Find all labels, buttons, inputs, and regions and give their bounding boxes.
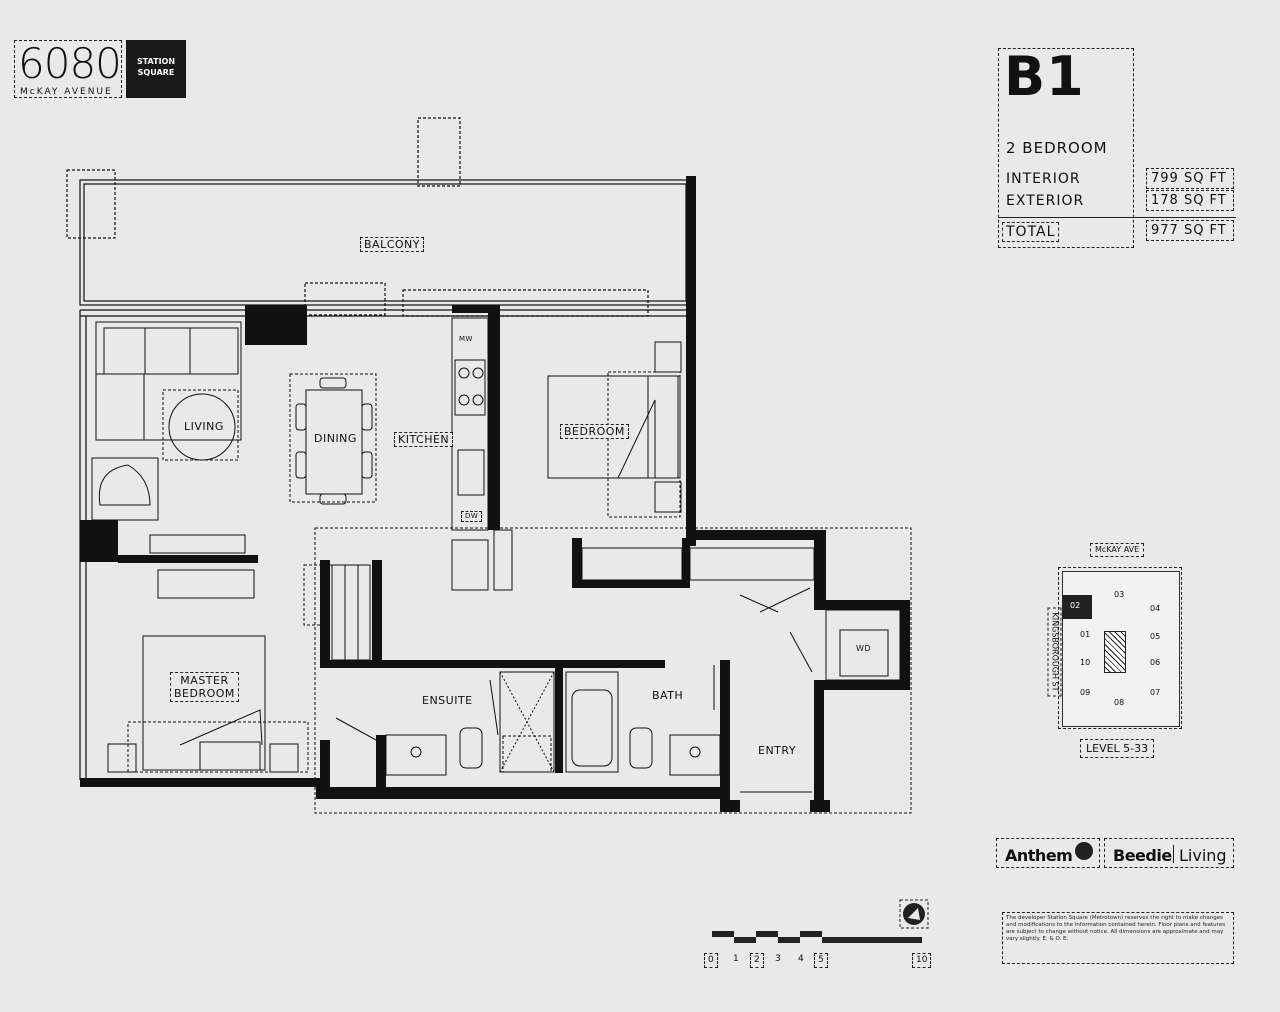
room-label-mw: MW <box>459 335 473 343</box>
interior-label: INTERIOR <box>1006 171 1081 187</box>
room-label-ensuite: ENSUITE <box>422 694 473 707</box>
scale-tick-5: 5 <box>814 953 828 968</box>
room-label-master-bedroom: MASTER BEDROOM <box>170 672 239 702</box>
washer-dryer <box>839 629 889 677</box>
interior-value: 799 SQ FT <box>1146 168 1234 189</box>
logo-badge: STATION SQUARE <box>126 40 186 98</box>
keyplan-core <box>1104 631 1126 673</box>
keyplan-unit-02: 02 <box>1070 601 1081 610</box>
keyplan-level: LEVEL 5-33 <box>1080 739 1155 758</box>
anthem-logo: Anthem <box>996 838 1100 868</box>
room-label-master-line1: MASTER <box>180 674 229 687</box>
beedie-divider <box>1173 845 1174 863</box>
keyplan-frame <box>1058 567 1182 729</box>
room-label-entry: ENTRY <box>758 744 797 757</box>
room-label-kitchen: KITCHEN <box>394 432 454 447</box>
keyplan-unit-06: 06 <box>1150 658 1161 667</box>
coffee-table <box>168 393 236 461</box>
beedie-logo: Beedie Living <box>1104 838 1234 868</box>
scale-tick-10: 10 <box>912 953 932 968</box>
scale-tick-2: 2 <box>750 953 764 968</box>
total-divider <box>998 217 1236 218</box>
bathtub <box>565 671 619 773</box>
project-logo: 6080 McKAY AVENUE STATION SQUARE <box>14 40 189 100</box>
logo-badge-line2: SQUARE <box>137 68 175 77</box>
logo-number: 6080 <box>18 39 122 88</box>
keyplan-unit-09: 09 <box>1080 688 1091 697</box>
keyplan-unit-05: 05 <box>1150 632 1161 641</box>
keyplan-street-top: McKAY AVE <box>1090 543 1145 557</box>
keyplan-unit-03: 03 <box>1114 590 1125 599</box>
total-label: TOTAL <box>1002 222 1060 242</box>
room-label-wd: WD <box>856 644 872 653</box>
scale-tick-3: 3 <box>775 954 781 964</box>
beedie-living-text: Living <box>1179 846 1227 865</box>
disclaimer: The developer Station Square (Metrotown)… <box>1002 912 1234 964</box>
keyplan-unit-04: 04 <box>1150 604 1161 613</box>
room-label-dining: DINING <box>314 432 357 445</box>
scale-tick-4: 4 <box>798 954 804 964</box>
keyplan-highlight <box>1062 595 1092 619</box>
anthem-text: Anthem <box>1005 846 1073 865</box>
exterior-value: 178 SQ FT <box>1146 190 1234 211</box>
balcony-post <box>417 117 461 187</box>
unit-code: B1 <box>1004 45 1085 108</box>
logo-badge-line1: STATION <box>136 57 176 66</box>
room-label-living: LIVING <box>184 420 224 433</box>
room-label-dw: DW <box>461 511 483 522</box>
logo-street: McKAY AVENUE <box>20 87 113 97</box>
keyplan-unit-08: 08 <box>1114 698 1125 707</box>
room-label-balcony: BALCONY <box>360 237 424 252</box>
unit-type: 2 BEDROOM <box>1006 139 1108 157</box>
unit-info-box <box>998 48 1134 248</box>
room-label-master-line2: BEDROOM <box>174 687 235 700</box>
anthem-mark-icon <box>1075 842 1093 860</box>
beedie-text: Beedie <box>1113 846 1172 865</box>
room-label-bedroom: BEDROOM <box>560 424 629 439</box>
keyplan-unit-07: 07 <box>1150 688 1161 697</box>
exterior-label: EXTERIOR <box>1006 193 1085 209</box>
keyplan-unit-10: 10 <box>1080 658 1091 667</box>
room-label-bath: BATH <box>652 689 684 702</box>
kitchen-counter <box>451 317 489 531</box>
key-plan: McKAY AVE KINGSBOROUGH ST 02 03 04 01 05… <box>1040 543 1190 758</box>
scale-tick-0: 0 <box>704 953 718 968</box>
master-bed <box>142 635 266 771</box>
bedroom-bed <box>547 375 679 479</box>
scale-tick-1: 1 <box>733 954 739 964</box>
scale-bar: 0 1 2 3 4 5 10 <box>700 925 940 970</box>
total-value: 977 SQ FT <box>1146 220 1234 241</box>
keyplan-unit-01: 01 <box>1080 630 1091 639</box>
north-arrow-icon <box>898 898 930 930</box>
